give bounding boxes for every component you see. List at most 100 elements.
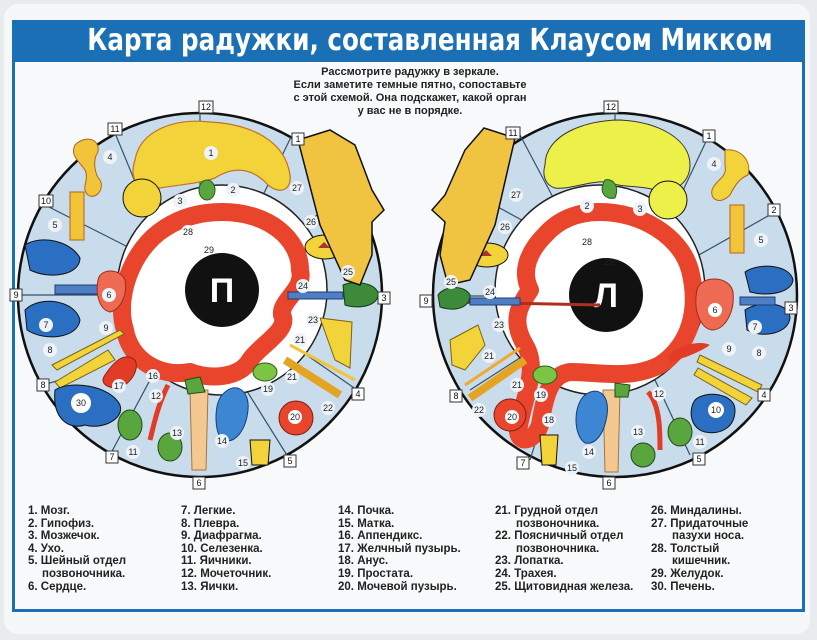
page-title: Карта радужки, составленная Клаусом Микк… [87,23,773,58]
svg-text:5: 5 [758,235,763,245]
legend-item: 30. Печень. [651,580,715,593]
pupil [569,258,643,332]
prostate-organ [252,362,278,382]
svg-text:12: 12 [606,102,616,112]
svg-text:19: 19 [263,384,273,394]
lung-upper [744,265,794,295]
cerebellum-organ [122,178,162,218]
legend-item: 21. Грудной отдел [495,505,599,517]
diaphragm-organ [51,329,125,371]
trachea-left [54,284,101,295]
svg-text:25: 25 [343,267,353,277]
legend-column-5: 26. Миндалины. 27. Придаточные пазухи но… [651,505,748,593]
instruction-line: с этой схемой. Она подскажет, какой орга… [293,92,527,104]
ear-organ [72,138,102,197]
svg-text:12: 12 [654,389,664,399]
svg-text:14: 14 [217,436,227,446]
svg-text:8: 8 [40,380,45,390]
svg-text:10: 10 [41,196,51,206]
svg-text:29: 29 [204,245,214,255]
svg-text:21: 21 [287,372,297,382]
ear-organ [711,149,750,201]
svg-text:15: 15 [567,463,577,473]
svg-text:19: 19 [536,390,546,400]
svg-text:4: 4 [355,389,360,399]
legend-item: 12. Мочеточник. [181,567,272,580]
legend-item: 23. Лопатка. [495,555,564,568]
svg-text:14: 14 [584,447,594,457]
svg-text:6: 6 [712,305,717,315]
lung-upper [24,239,81,276]
instruction-line: Рассмотрите радужку в зеркале. [321,66,499,78]
legend-item: 18. Анус. [338,555,389,568]
uterus-organ [539,434,559,466]
svg-text:5: 5 [287,456,292,466]
thyroid-organ [342,282,379,308]
svg-text:20: 20 [507,412,517,422]
legend-item: 20. Мочевой пузырь. [338,580,457,593]
legend-item: 8. Плевра. [181,517,240,530]
lumbar-spine-organ [282,356,343,399]
uterus-organ [249,439,271,466]
legend-item: 28. Толстый [651,542,720,555]
svg-text:8: 8 [47,345,52,355]
svg-text:30: 30 [76,398,86,408]
gallbladder-organ [102,356,137,389]
svg-text:2: 2 [230,185,235,195]
legend-item: 15. Матка. [338,517,395,530]
legend-item: 11. Яичники. [181,555,252,568]
svg-text:10: 10 [711,405,721,415]
svg-text:26: 26 [306,217,316,227]
svg-text:13: 13 [633,427,643,437]
face-profile-left [430,127,516,286]
svg-text:11: 11 [508,128,517,138]
svg-text:6: 6 [606,478,611,488]
leg-organ [189,389,209,471]
legend-column-4: 21. Грудной отдел позвоночника. 22. Пояс… [495,505,633,593]
svg-text:9: 9 [726,344,731,354]
legend-item-continuation: позвоночника. [516,542,600,555]
legend-item: 7. Легкие. [181,505,236,517]
svg-text:1: 1 [208,148,213,158]
prostate-organ [532,365,558,385]
svg-text:4: 4 [761,390,766,400]
cervical-spine-organ [69,191,85,241]
left-iris: Л [419,100,799,490]
legend-item: 26. Миндалины. [651,505,742,517]
trachea-organ [469,297,521,306]
scapula-organ [449,324,486,371]
face-profile-right [297,129,385,286]
legend-item-continuation: пазухи носа. [672,530,745,543]
clock-marks: 12 11 1 2 3 9 4 8 5 7 6 [419,100,798,490]
intestine-ring [113,203,310,386]
legend-item: 1. Мозг. [28,505,70,517]
svg-text:1: 1 [706,131,711,141]
svg-text:24: 24 [298,281,308,291]
pupil-label: П [210,272,234,310]
svg-text:12: 12 [151,391,161,401]
svg-text:4: 4 [711,159,716,169]
kidney-organ [215,387,249,442]
scapula-organ [319,317,353,369]
tonsils-mouth [318,242,330,248]
svg-text:23: 23 [494,320,504,330]
pupil-label: Л [594,277,618,315]
svg-text:25: 25 [446,277,456,287]
svg-text:7: 7 [109,452,114,462]
instruction-line: Если заметите темные пятно, сопоставьте [293,79,527,91]
svg-text:27: 27 [292,183,302,193]
title-bar: Карта радужки, составленная Клаусом Микк… [12,20,805,62]
svg-text:3: 3 [637,204,642,214]
zone-numbers: 2 3 4 5 6 7 8 9 10 11 12 13 14 15 18 19 … [444,157,768,475]
legend-column-2: 7. Легкие. 8. Плевра. 9. Диафрагма. 10. … [181,505,271,593]
svg-text:1: 1 [295,134,300,144]
svg-text:27: 27 [511,190,521,200]
svg-text:9: 9 [13,290,18,300]
testis-organ [630,442,656,468]
instructions: Рассмотрите радужку в зеркале. Если заме… [280,66,540,118]
svg-text:16: 16 [148,371,158,381]
svg-text:6: 6 [106,290,111,300]
svg-text:28: 28 [582,237,592,247]
thoracic-spine-organ [289,343,356,382]
kidney-organ [575,390,608,444]
